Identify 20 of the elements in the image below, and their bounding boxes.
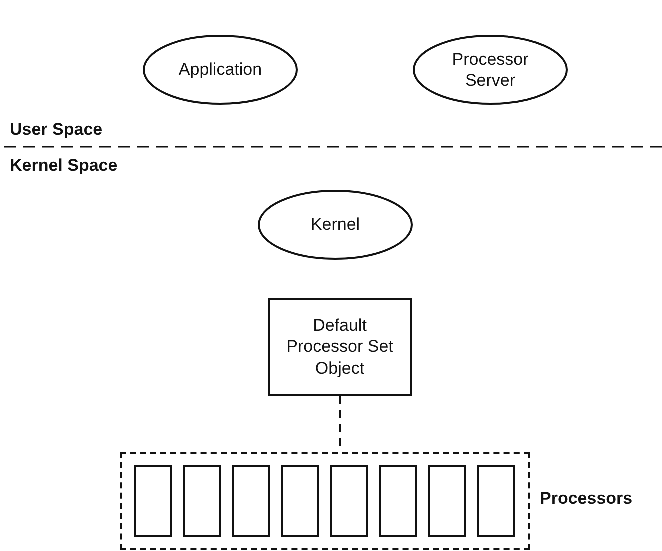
processor-group-box [120, 452, 530, 550]
processor-box [232, 465, 270, 537]
node-label: Kernel [310, 214, 362, 236]
processor-box [134, 465, 172, 537]
node-label: Application [178, 59, 264, 81]
node-label: Processor Server [451, 48, 530, 92]
region-label: User Space [10, 120, 103, 140]
ellipse-node [258, 190, 413, 260]
ellipse-node [413, 35, 568, 105]
ellipse-node [143, 35, 298, 105]
node-label: Default Processor Set Object [286, 315, 394, 379]
processor-box [281, 465, 319, 537]
processor-box [330, 465, 368, 537]
processor-box [428, 465, 466, 537]
process-box [268, 298, 412, 396]
processor-box [183, 465, 221, 537]
processor-box [379, 465, 417, 537]
group-label: Processors [540, 489, 633, 509]
processor-box [477, 465, 515, 537]
region-label: Kernel Space [10, 156, 118, 176]
